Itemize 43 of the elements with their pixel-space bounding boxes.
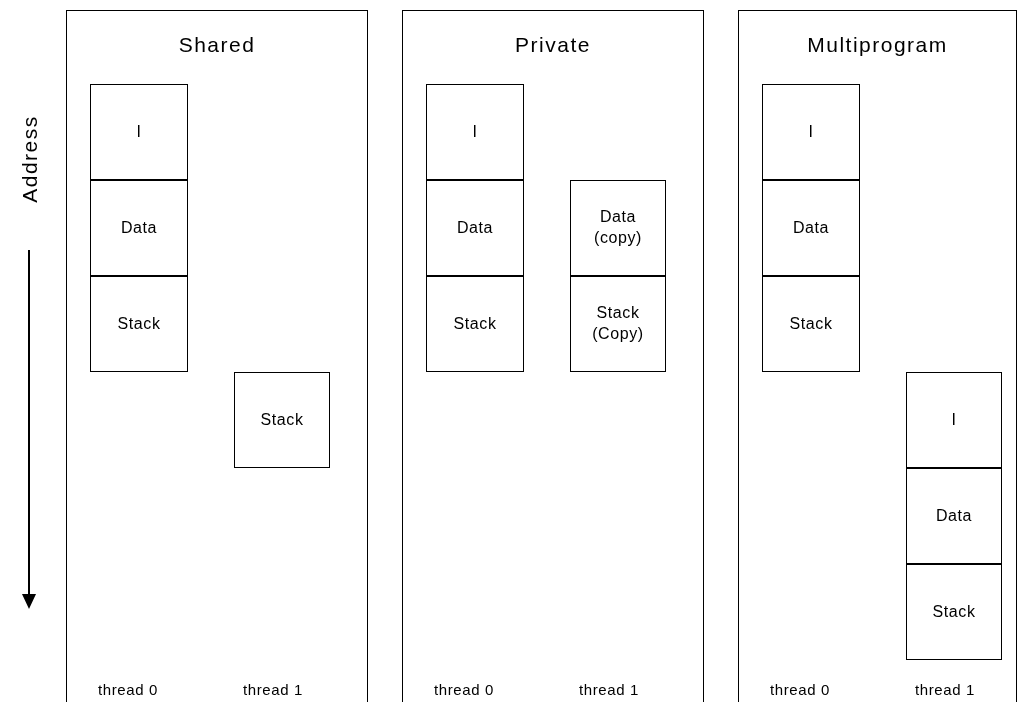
axis-label: Address — [18, 115, 42, 203]
memory-segment — [570, 276, 666, 372]
segment-label: I — [808, 121, 814, 142]
panel-title: Multiprogram — [807, 33, 948, 56]
thread-label: thread 1 — [579, 681, 639, 698]
thread-label: thread 1 — [915, 681, 975, 698]
segment-label: Stack — [260, 409, 304, 430]
segment-label: Data — [935, 505, 973, 526]
thread-label: thread 1 — [243, 681, 303, 698]
segment-label: I — [951, 409, 957, 430]
thread-label: thread 0 — [770, 681, 830, 698]
memory-segment — [906, 564, 1002, 660]
panel — [402, 10, 704, 702]
segment-label: Data — [120, 217, 158, 238]
memory-segment — [906, 468, 1002, 564]
panel — [66, 10, 368, 702]
segment-label: Data — [792, 217, 830, 238]
segment-label: Stack — [789, 313, 833, 334]
segment-label: Stack — [117, 313, 161, 334]
segment-label: I — [136, 121, 142, 142]
memory-segment — [234, 372, 330, 468]
memory-segment — [426, 180, 524, 276]
panel-title: Shared — [178, 33, 256, 56]
segment-label: I — [472, 121, 478, 142]
segment-label: Stack — [932, 601, 976, 622]
panel — [738, 10, 1017, 702]
memory-segment — [906, 372, 1002, 468]
memory-segment — [90, 180, 188, 276]
memory-segment — [762, 84, 860, 180]
segment-label: Data (copy) — [593, 207, 642, 248]
memory-segment — [426, 276, 524, 372]
segment-label: Stack (Copy) — [592, 303, 644, 344]
memory-segment — [762, 276, 860, 372]
memory-segment — [90, 276, 188, 372]
memory-segment — [762, 180, 860, 276]
memory-segment — [426, 84, 524, 180]
segment-label: Data — [456, 217, 494, 238]
thread-label: thread 0 — [434, 681, 494, 698]
memory-segment — [570, 180, 666, 276]
memory-segment — [90, 84, 188, 180]
segment-label: Stack — [453, 313, 497, 334]
thread-label: thread 0 — [98, 681, 158, 698]
panel-title: Private — [515, 33, 591, 56]
